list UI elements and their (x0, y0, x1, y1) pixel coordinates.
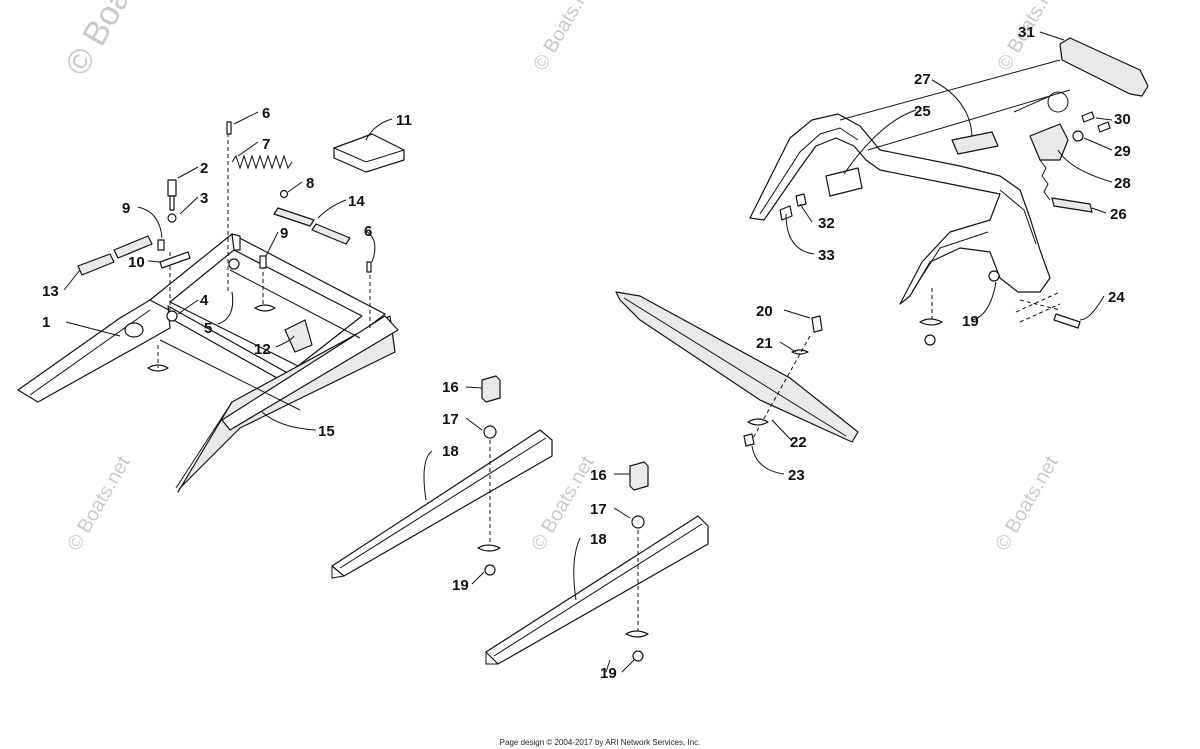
callout-12: 12 (254, 341, 271, 358)
bolt-9a (157, 239, 165, 251)
leader-lines (63, 31, 1113, 673)
nut-19-right (632, 650, 644, 662)
nut-19-bumper (924, 334, 936, 346)
nut-8 (279, 189, 289, 199)
callout-17: 17 (590, 501, 607, 518)
bolt-24 (1053, 313, 1081, 329)
bolt-30 (1081, 111, 1095, 123)
decal-26 (1051, 197, 1093, 213)
watermark: © Boats.net (991, 452, 1063, 554)
callout-24: 24 (1108, 289, 1125, 306)
callout-3: 3 (200, 190, 208, 207)
nut-23 (743, 433, 755, 447)
bracket (284, 319, 313, 353)
nut-19-left (484, 564, 496, 576)
bumper-tube (749, 113, 1051, 305)
callout-16: 16 (590, 467, 607, 484)
callout-6: 6 (364, 223, 372, 240)
callout-21: 21 (756, 335, 773, 352)
callout-19: 19 (452, 577, 469, 594)
callout-17: 17 (442, 411, 459, 428)
callout-19: 19 (600, 665, 617, 682)
callout-18: 18 (442, 443, 459, 460)
callout-9: 9 (122, 200, 130, 217)
callout-20: 20 (756, 303, 773, 320)
callout-31: 31 (1018, 24, 1035, 41)
callout-29: 29 (1114, 143, 1131, 160)
plate-assembly (615, 291, 859, 447)
callout-27: 27 (914, 71, 931, 88)
callouts: 1 2 3 4 5 6 6 7 8 9 9 10 11 12 13 14 15 … (42, 24, 1131, 682)
callout-7: 7 (262, 136, 270, 153)
runner-assembly-right (485, 461, 709, 665)
pad-left (77, 253, 115, 276)
callout-9: 9 (280, 225, 288, 242)
bumper-assembly (749, 37, 1149, 346)
watermark: © Boats.net (529, 0, 601, 74)
callout-26: 26 (1110, 206, 1127, 223)
callout-11: 11 (396, 112, 412, 129)
watermark-large: © Boats.net (58, 0, 180, 82)
bracket-33 (779, 205, 793, 221)
rail-hole (124, 322, 144, 338)
clip-32 (795, 193, 807, 207)
bolt-9b (259, 255, 267, 269)
pad-right (273, 207, 315, 227)
callout-15: 15 (318, 423, 335, 440)
callout-25: 25 (914, 103, 931, 120)
callout-5: 5 (204, 320, 212, 337)
post-16-right (629, 461, 649, 491)
bolt-30b (1097, 121, 1111, 133)
watermark: © Boats.net (527, 452, 599, 554)
copyright-footer: Page design © 2004-2017 by ARI Network S… (499, 738, 701, 747)
left-rail (17, 299, 171, 403)
frame-assembly (17, 121, 405, 493)
bolt-17-left (483, 425, 497, 439)
callout-28: 28 (1114, 175, 1131, 192)
post-16-left (481, 375, 501, 403)
callout-10: 10 (128, 254, 145, 271)
callout-18: 18 (590, 531, 607, 548)
runner-left (331, 429, 553, 577)
bolt-2 (167, 179, 177, 197)
callout-16: 16 (442, 379, 459, 396)
decal-27 (951, 131, 999, 155)
callout-33: 33 (818, 247, 835, 264)
callout-6: 6 (262, 105, 270, 122)
callout-22: 22 (790, 434, 807, 451)
handle-31 (1059, 37, 1149, 97)
callout-23: 23 (788, 467, 805, 484)
washer-21 (791, 349, 809, 355)
bolt-17-right (631, 515, 645, 529)
runner-right (485, 515, 709, 665)
pad-right-2 (311, 223, 351, 245)
spring (231, 154, 293, 170)
callout-14: 14 (348, 193, 365, 210)
bolt-20 (811, 315, 823, 333)
link-10 (159, 251, 191, 269)
callout-8: 8 (306, 175, 314, 192)
callout-13: 13 (42, 283, 59, 300)
nut-3 (167, 213, 177, 223)
callout-4: 4 (200, 292, 209, 309)
watermark: © Boats.net (63, 452, 135, 554)
callout-30: 30 (1114, 111, 1131, 128)
cover (333, 133, 405, 173)
pad-left-2 (113, 235, 153, 259)
hitch-28 (1029, 123, 1069, 161)
callout-32: 32 (818, 215, 835, 232)
pin-6b (366, 261, 372, 273)
plate (615, 291, 859, 443)
washer-29 (1072, 130, 1084, 142)
callout-2: 2 (200, 160, 208, 177)
runner-assembly-left (331, 375, 553, 579)
callout-19: 19 (962, 313, 979, 330)
pin-6a (226, 121, 232, 135)
callout-1: 1 (42, 314, 50, 331)
nut-4 (166, 310, 178, 322)
